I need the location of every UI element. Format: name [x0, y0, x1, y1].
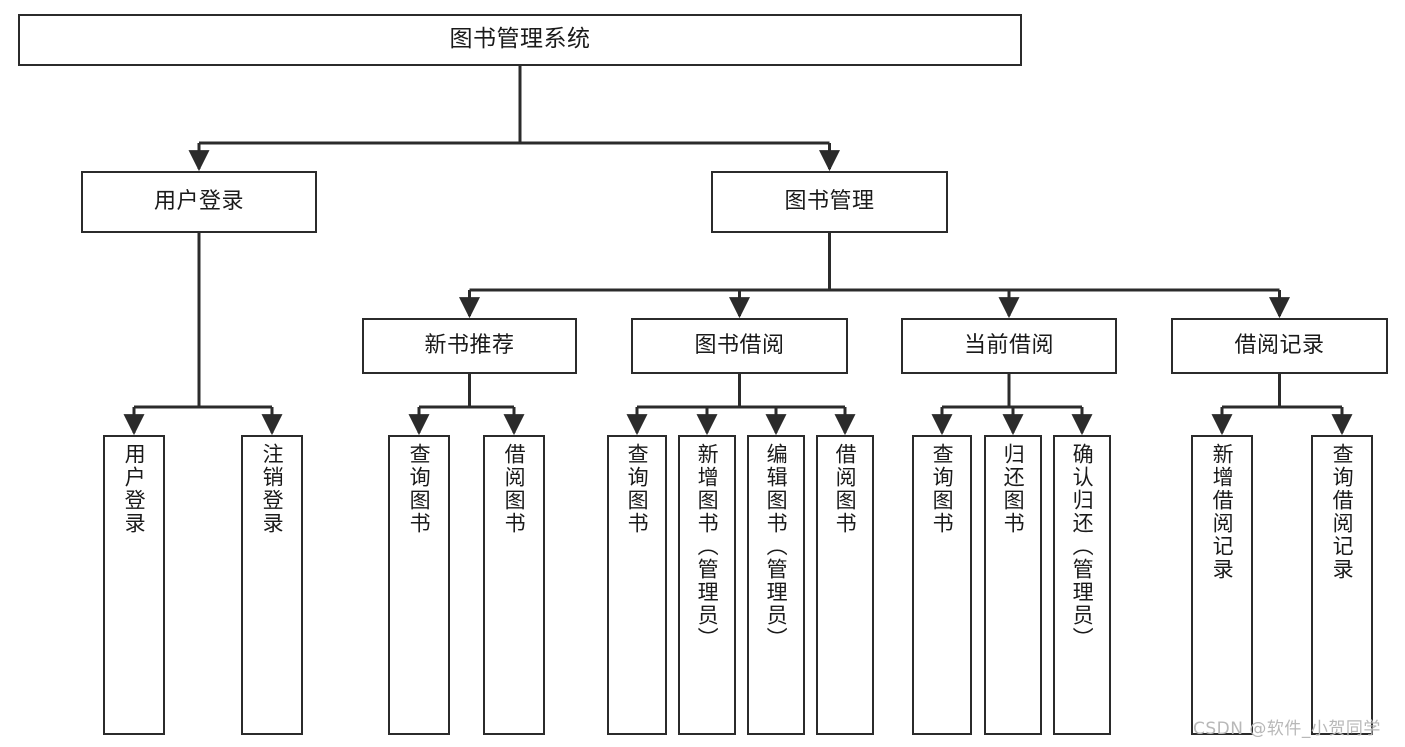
node-l_login[interactable]: 用户登录 [103, 435, 165, 735]
node-newbook[interactable]: 新书推荐 [362, 318, 577, 374]
node-label-current: 当前借阅 [963, 332, 1054, 358]
node-label-newbook: 新书推荐 [424, 332, 515, 358]
node-label-login: 用户登录 [153, 188, 244, 214]
node-label-l_nb_borrow: 借阅图书 [502, 443, 527, 535]
node-label-l_logout: 注销登录 [260, 443, 285, 535]
node-label-l_bw_add: 新增图书（管理员） [695, 443, 720, 650]
node-root[interactable]: 图书管理系统 [18, 14, 1022, 66]
node-l_rc_add[interactable]: 新增借阅记录 [1191, 435, 1253, 735]
node-label-l_bw_query: 查询图书 [625, 443, 650, 535]
node-label-l_rc_query: 查询借阅记录 [1330, 443, 1355, 581]
node-l_cu_query[interactable]: 查询图书 [912, 435, 972, 735]
node-label-l_rc_add: 新增借阅记录 [1210, 443, 1235, 581]
node-label-l_cu_query: 查询图书 [930, 443, 955, 535]
node-label-bookmgmt: 图书管理 [784, 188, 875, 214]
node-label-l_bw_edit: 编辑图书（管理员） [764, 443, 789, 650]
node-borrow[interactable]: 图书借阅 [631, 318, 848, 374]
node-l_nb_borrow[interactable]: 借阅图书 [483, 435, 545, 735]
csdn-watermark: CSDN @软件_小贺同学 [1193, 719, 1381, 739]
node-bookmgmt[interactable]: 图书管理 [711, 171, 948, 233]
node-l_bw_query[interactable]: 查询图书 [607, 435, 667, 735]
node-label-l_cu_return: 归还图书 [1001, 443, 1026, 535]
node-l_bw_borrow[interactable]: 借阅图书 [816, 435, 874, 735]
node-label-l_cu_confirm: 确认归还（管理员） [1070, 443, 1095, 650]
node-label-borrow: 图书借阅 [694, 332, 785, 358]
node-l_rc_query[interactable]: 查询借阅记录 [1311, 435, 1373, 735]
node-l_nb_query[interactable]: 查询图书 [388, 435, 450, 735]
node-label-root: 图书管理系统 [449, 26, 591, 53]
node-login[interactable]: 用户登录 [81, 171, 317, 233]
node-current[interactable]: 当前借阅 [901, 318, 1117, 374]
node-records[interactable]: 借阅记录 [1171, 318, 1388, 374]
node-l_cu_return[interactable]: 归还图书 [984, 435, 1042, 735]
node-l_cu_confirm[interactable]: 确认归还（管理员） [1053, 435, 1111, 735]
node-l_logout[interactable]: 注销登录 [241, 435, 303, 735]
node-l_bw_edit[interactable]: 编辑图书（管理员） [747, 435, 805, 735]
node-label-l_nb_query: 查询图书 [407, 443, 432, 535]
node-label-records: 借阅记录 [1234, 332, 1325, 358]
node-l_bw_add[interactable]: 新增图书（管理员） [678, 435, 736, 735]
node-label-l_bw_borrow: 借阅图书 [833, 443, 858, 535]
node-label-l_login: 用户登录 [122, 443, 147, 535]
